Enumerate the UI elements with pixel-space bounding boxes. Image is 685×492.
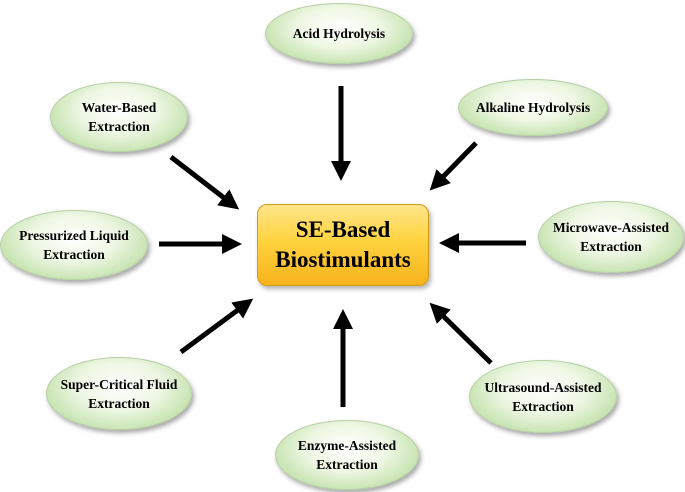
- node-label: Enzyme-Assisted Extraction: [297, 438, 397, 472]
- node-label: Water-Based Extraction: [81, 100, 157, 134]
- node-label: Alkaline Hydrolysis: [475, 100, 591, 115]
- center-node-label: SE-Based Biostimulants: [275, 217, 411, 272]
- node-pressurized-liquid-extraction: Pressurized Liquid Extraction: [0, 210, 148, 280]
- node-enzyme-assisted-extraction: Enzyme-Assisted Extraction: [275, 420, 419, 490]
- node-acid-hydrolysis: Acid Hydrolysis: [265, 3, 413, 64]
- node-alkaline-hydrolysis: Alkaline Hydrolysis: [458, 79, 608, 136]
- node-label: Acid Hydrolysis: [292, 26, 386, 41]
- node-label: Microwave-Assisted Extraction: [553, 220, 669, 254]
- node-water-based-extraction: Water-Based Extraction: [50, 82, 188, 152]
- node-label: Ultrasound-Assisted Extraction: [484, 379, 602, 414]
- node-ultrasound-assisted-extraction: Ultrasound-Assisted Extraction: [469, 360, 617, 433]
- node-label: Super-Critical Fluid Extraction: [60, 376, 178, 411]
- node-super-critical-fluid-extraction: Super-Critical Fluid Extraction: [46, 357, 192, 430]
- arrow-super-critical-fluid: [179, 298, 254, 355]
- arrow-ultrasound-assisted: [429, 302, 493, 365]
- center-node-se-based-biostimulants: SE-Based Biostimulants: [257, 204, 429, 286]
- arrow-alkaline-hydrolysis: [429, 141, 478, 191]
- node-microwave-assisted-extraction: Microwave-Assisted Extraction: [538, 201, 684, 273]
- node-label: Pressurized Liquid Extraction: [19, 228, 129, 262]
- arrow-water-based: [169, 155, 240, 210]
